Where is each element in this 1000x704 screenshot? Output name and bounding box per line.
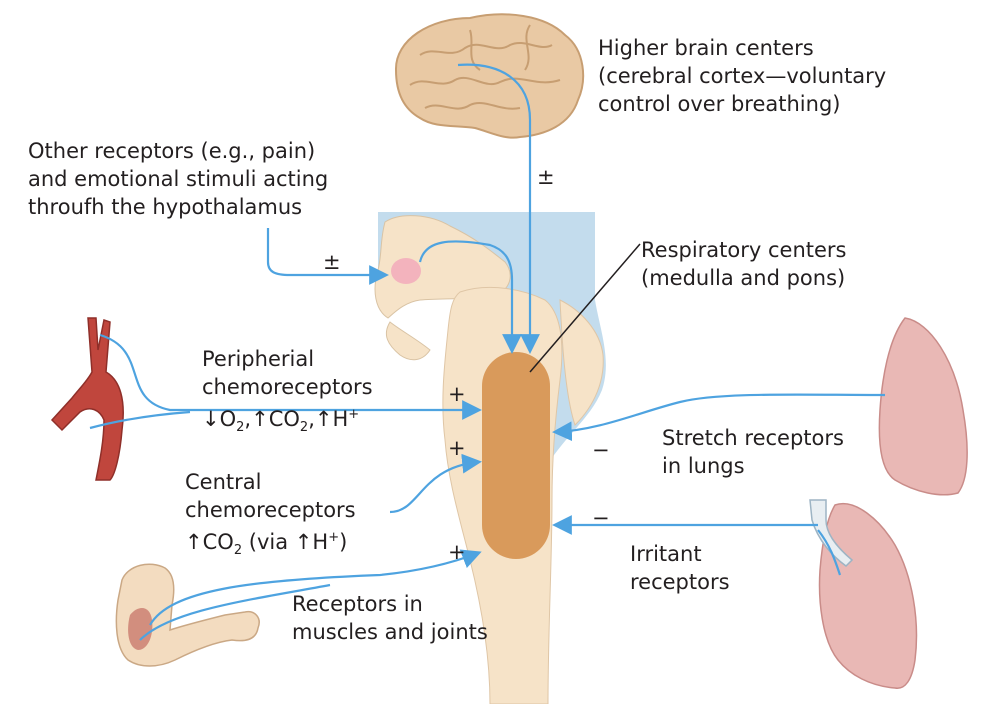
label-respiratory-centers: Respiratory centers (medulla and pons) — [641, 238, 847, 290]
hypothalamus-spot — [391, 258, 421, 284]
label-other-receptors: Other receptors (e.g., pain) and emotion… — [28, 139, 329, 219]
respiratory-center-shape — [482, 352, 550, 559]
muscle-pathway-1 — [149, 549, 482, 626]
muscle-pathway-2 — [139, 583, 331, 641]
pathways — [89, 63, 886, 641]
respiratory-leader-line — [529, 243, 641, 373]
peripheral-stimuli: ↓O2,↑CO2,↑H+ — [202, 407, 360, 436]
label-peripheral-chemoreceptors: Peripherial chemoreceptors ↓O2,↑CO2,↑H+ — [202, 345, 373, 442]
label-central-chemoreceptors: Central chemoreceptors ↑CO2 (via ↑H+) — [185, 468, 356, 565]
brain-image — [394, 13, 585, 139]
trachea-image — [809, 499, 854, 567]
irritant-pathway-2 — [817, 529, 842, 576]
sign-irritant: − — [592, 506, 610, 530]
stretch-pathway — [552, 393, 886, 442]
hypothalamus-to-center-pathway — [418, 240, 522, 354]
other-receptors-pathway — [266, 228, 389, 285]
lung-lower-image — [818, 502, 918, 689]
peripheral-pathway-2 — [89, 410, 191, 430]
central-stimuli: ↑CO2 (via ↑H+) — [185, 530, 348, 559]
label-irritant-receptors: Irritant receptors — [630, 542, 730, 594]
cerebellum-edge — [559, 299, 604, 426]
central-pathway — [389, 453, 482, 514]
sign-hypothalamus: ± — [323, 250, 341, 274]
sign-stretch: − — [592, 438, 610, 462]
aortic-arch-image — [50, 317, 124, 481]
label-higher-brain-centers: Higher brain centers (cerebral cortex—vo… — [598, 36, 887, 116]
brain-pathway — [457, 63, 540, 354]
sign-muscles: + — [448, 540, 466, 564]
sign-central: + — [448, 436, 466, 460]
lung-upper-image — [878, 317, 968, 496]
label-muscle-receptors: Receptors in muscles and joints — [292, 592, 488, 644]
brain-folds — [409, 24, 561, 110]
diencephalon-lower — [385, 321, 431, 361]
arm-muscle — [128, 608, 153, 650]
peripheral-pathway-1 — [99, 333, 482, 420]
arm-image — [115, 563, 260, 667]
label-stretch-receptors: Stretch receptors in lungs — [662, 426, 844, 478]
sign-peripheral: + — [448, 382, 466, 406]
sign-brain: ± — [537, 165, 555, 189]
